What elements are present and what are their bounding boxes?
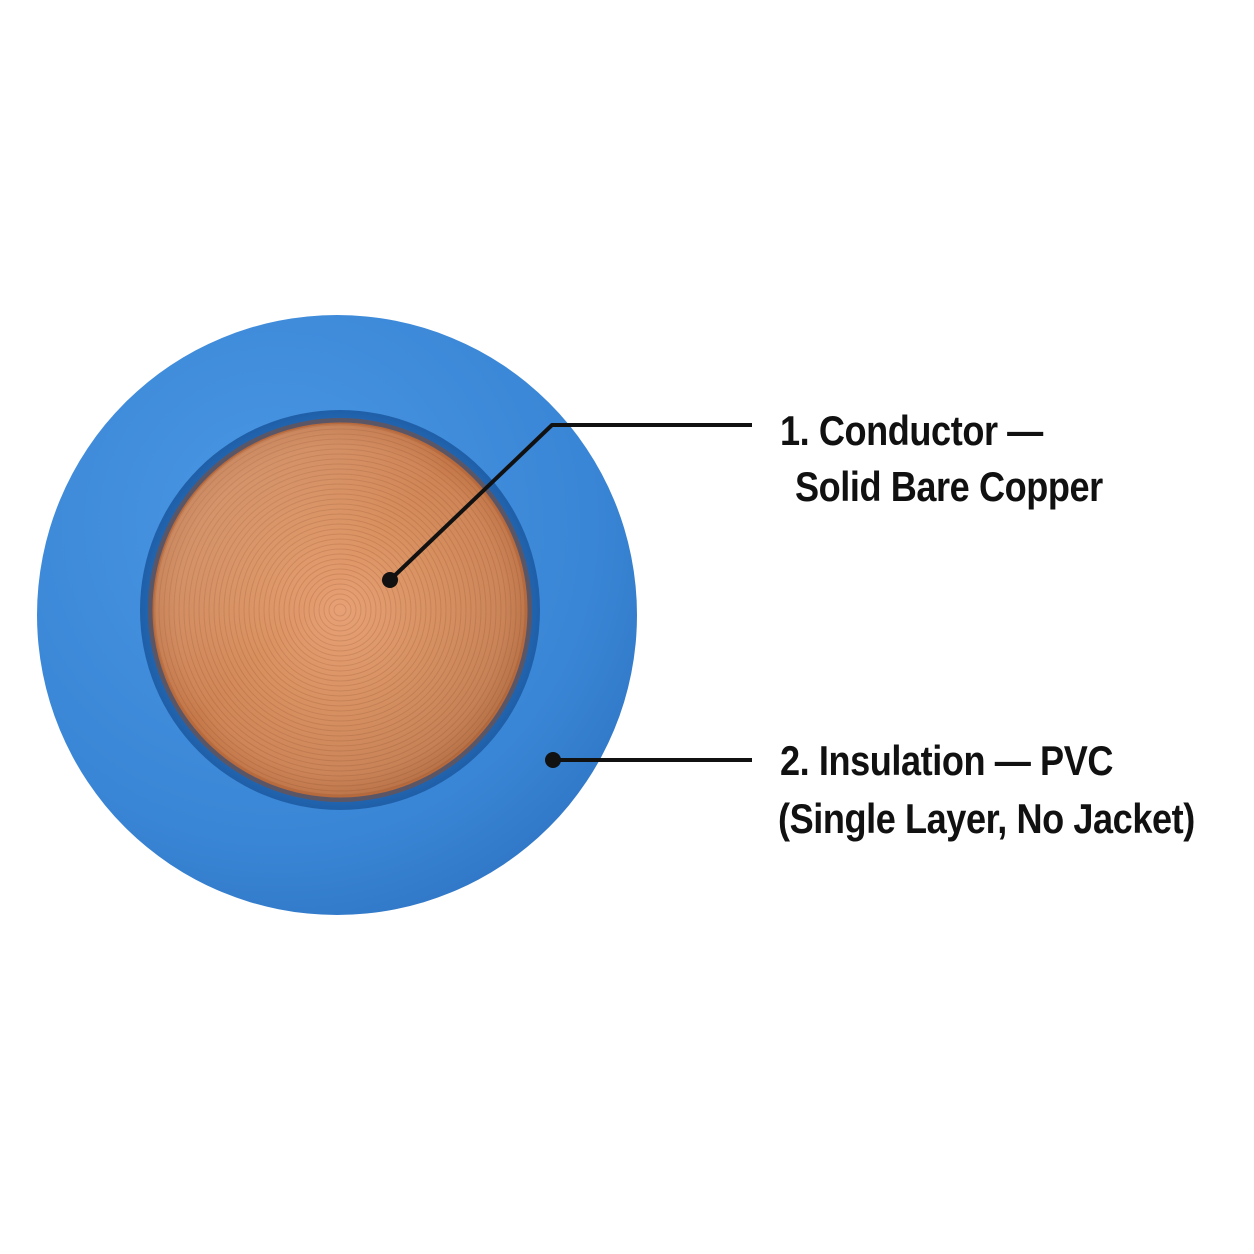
conductor-leader-line	[388, 423, 752, 582]
conductor-leader-dot	[382, 572, 398, 588]
insulation-leader	[545, 752, 752, 768]
conductor-label-line2: Solid Bare Copper	[795, 463, 1103, 510]
copper-conductor	[148, 418, 532, 802]
conductor-label-line1: 1. Conductor —	[780, 407, 1043, 454]
insulation-label-line2: (Single Layer, No Jacket)	[778, 795, 1195, 842]
conductor-leader	[382, 423, 752, 588]
insulation-leader-dot	[545, 752, 561, 768]
insulation-label-line1: 2. Insulation — PVC	[780, 737, 1114, 784]
